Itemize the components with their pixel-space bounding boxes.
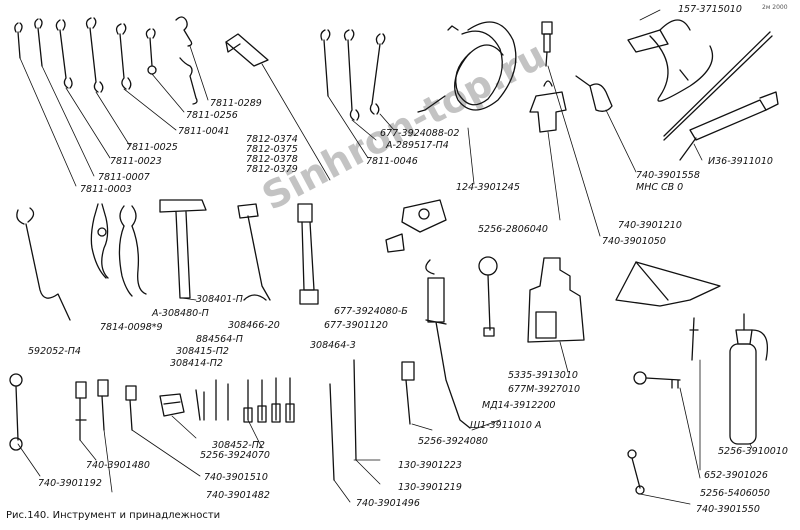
ring-spanner-large-icon	[16, 207, 71, 321]
part-label: 7811-0289	[210, 98, 262, 109]
part-label: 130-3901219	[398, 482, 462, 493]
part-label: 7812-0379	[246, 164, 298, 175]
part-label: 7812-0375	[246, 144, 298, 155]
part-label: 308401-П	[196, 294, 243, 305]
part-label: 740-3901558	[636, 170, 700, 181]
part-label: 740-3901510	[204, 472, 268, 483]
part-label: 7811-0007	[98, 172, 150, 183]
spanner-small-icon	[627, 449, 645, 495]
part-label: 5256-5406050	[700, 488, 770, 499]
tire-lever-long-icon	[663, 31, 773, 141]
part-label: 677-3901120	[324, 320, 388, 331]
leader-lines-wrenches	[19, 45, 209, 187]
part-label: 740-3901482	[206, 490, 270, 501]
part-label: МНС СВ 0	[636, 182, 684, 193]
part-label: 7812-0378	[246, 154, 298, 165]
key-icon	[633, 371, 681, 389]
leader-lines-bottom	[17, 359, 753, 505]
part-label: 308452-П2	[212, 440, 265, 451]
part-label: 677-3924080-Б	[334, 306, 408, 317]
foot-pump-icon	[425, 259, 471, 429]
tire-gauge-round-icon	[478, 256, 498, 337]
part-label: 7814-0098*9	[100, 322, 163, 333]
part-label: И36-3911010	[708, 156, 773, 167]
socket-set-icon	[75, 379, 137, 441]
part-label: А-308480-П	[152, 308, 209, 319]
part-label: 5256-3924070	[200, 450, 270, 461]
hex-nut-socket-icon	[159, 393, 185, 417]
screwdrivers-icon	[243, 377, 295, 423]
inner-tube-pump-icon	[627, 9, 714, 102]
part-label: 884564-П	[196, 334, 243, 345]
part-label: 7811-0003	[80, 184, 132, 195]
corner-mark: 2м 2000	[762, 4, 788, 11]
part-label: 740-3901210	[618, 220, 682, 231]
hex-key-icon	[225, 33, 331, 181]
part-label: 677-3924088-02	[380, 128, 460, 139]
part-label: МД14-3912200	[482, 400, 556, 411]
hammer-icon	[159, 199, 207, 301]
part-label: 308464-3	[310, 340, 356, 351]
part-label: 677М-3927010	[508, 384, 581, 395]
part-label: 740-3901050	[602, 236, 666, 247]
part-label: 7811-0041	[178, 126, 230, 137]
valve-socket-icon	[541, 21, 601, 237]
wrench-set-medium-icon	[320, 29, 395, 159]
socket-wrench-bent-icon	[237, 203, 271, 301]
grease-gun-icon	[679, 91, 779, 161]
ring-spanner-bent-icon	[9, 373, 23, 451]
part-label: 5256-3910010	[718, 446, 788, 457]
pry-bars-icon	[329, 359, 357, 481]
bottle-jack-icon	[527, 257, 585, 373]
part-label: 308414-П2	[170, 358, 223, 369]
fire-extinguisher-icon	[729, 313, 769, 445]
jack-head-icon	[385, 199, 447, 253]
drift-pin-icon	[689, 317, 699, 361]
figure-caption: Рис.140. Инструмент и принадлежности	[6, 510, 221, 521]
part-label: 124-3901245	[456, 182, 520, 193]
punches-icon	[195, 379, 229, 421]
part-label: 740-3901480	[86, 460, 150, 471]
part-label: 7812-0374	[246, 134, 298, 145]
cable-coil-icon	[417, 21, 517, 185]
part-label: 740-3901496	[356, 498, 420, 509]
wheel-wrench-icon	[401, 361, 433, 431]
wrench-set-small-icon	[14, 16, 198, 105]
part-label: 7811-0256	[186, 110, 238, 121]
part-label: 592052-П4	[28, 346, 81, 357]
part-label: 5256-2806040	[478, 224, 548, 235]
part-label: 308415-П2	[176, 346, 229, 357]
wheel-chock-icon	[615, 261, 721, 307]
part-label: 5256-3924080	[418, 436, 488, 447]
part-label: 7811-0025	[126, 142, 178, 153]
part-label: 157-3715010	[678, 4, 742, 15]
pressure-gauge-icon	[529, 80, 567, 221]
part-label: 740-3901550	[696, 504, 760, 515]
part-label: 130-3901223	[398, 460, 462, 471]
part-label: 740-3901192	[38, 478, 102, 489]
socket-wrench-straight-icon	[297, 203, 319, 305]
part-label: 652-3901026	[704, 470, 768, 481]
part-label: 308466-20	[228, 320, 280, 331]
pliers-icon	[90, 203, 109, 279]
wire-cutters-icon	[118, 205, 147, 297]
oil-can-icon	[575, 75, 637, 173]
part-label: 5335-3913010	[508, 370, 578, 381]
part-label: 7811-0046	[366, 156, 418, 167]
part-label: 7811-0023	[110, 156, 162, 167]
part-label: А-289517-П4	[386, 140, 449, 151]
part-label: Ш1-3911010 А	[470, 420, 542, 431]
